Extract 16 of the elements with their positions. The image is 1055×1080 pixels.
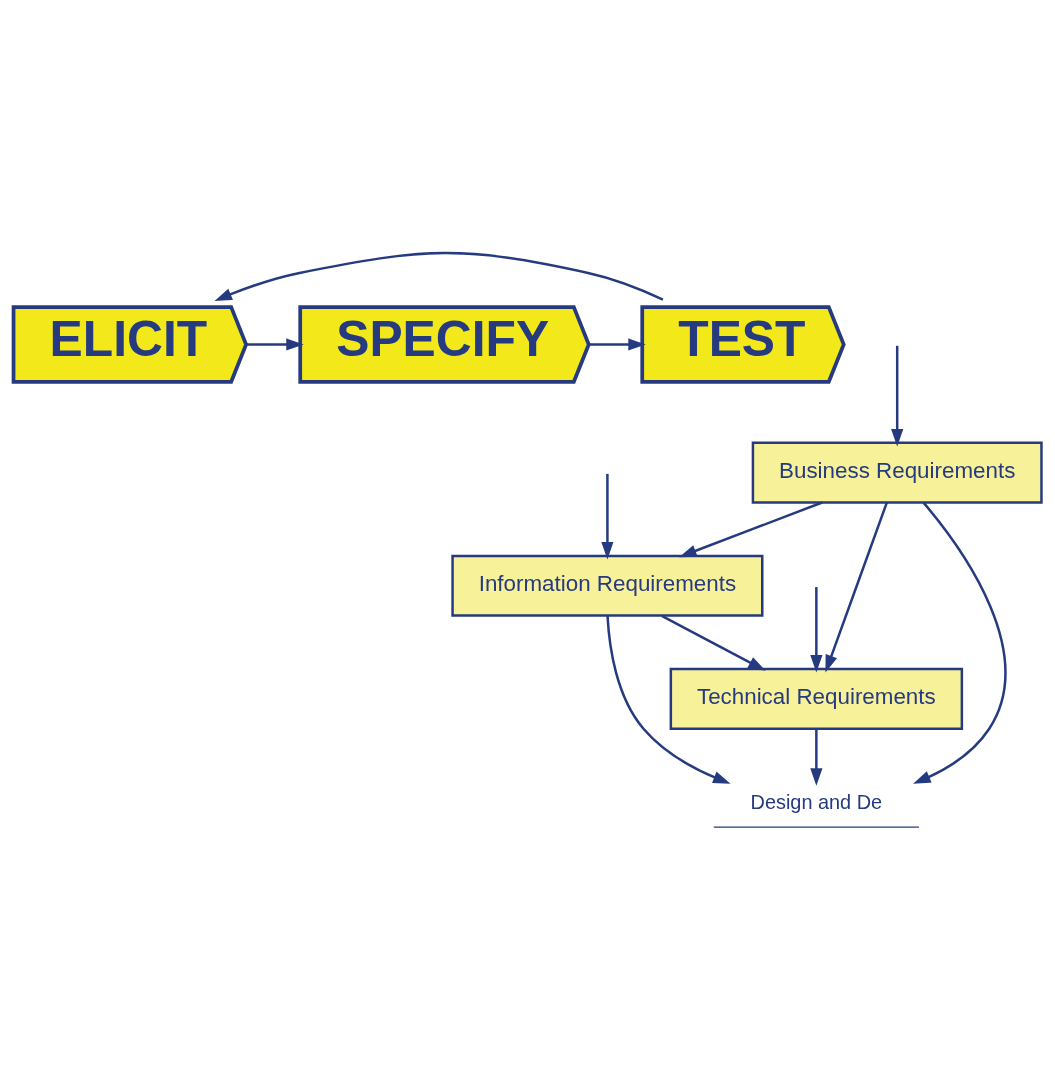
- arrow: [810, 587, 823, 673]
- arrow: [913, 501, 1007, 784]
- arrow: [214, 251, 664, 301]
- arrow: [246, 338, 304, 351]
- arrow: [679, 501, 823, 558]
- arrow: [810, 728, 823, 786]
- arrow: [589, 338, 646, 351]
- arrow: [601, 473, 614, 560]
- node-box: Information Requirements: [451, 554, 764, 617]
- arrow: [825, 502, 888, 673]
- arrow: [891, 345, 904, 447]
- node-text: Design and De: [750, 791, 883, 814]
- node-box: Technical Requirements: [669, 667, 964, 730]
- arrow: [606, 615, 731, 784]
- node-box: Business Requirements: [751, 441, 1043, 504]
- arrow: [661, 614, 766, 671]
